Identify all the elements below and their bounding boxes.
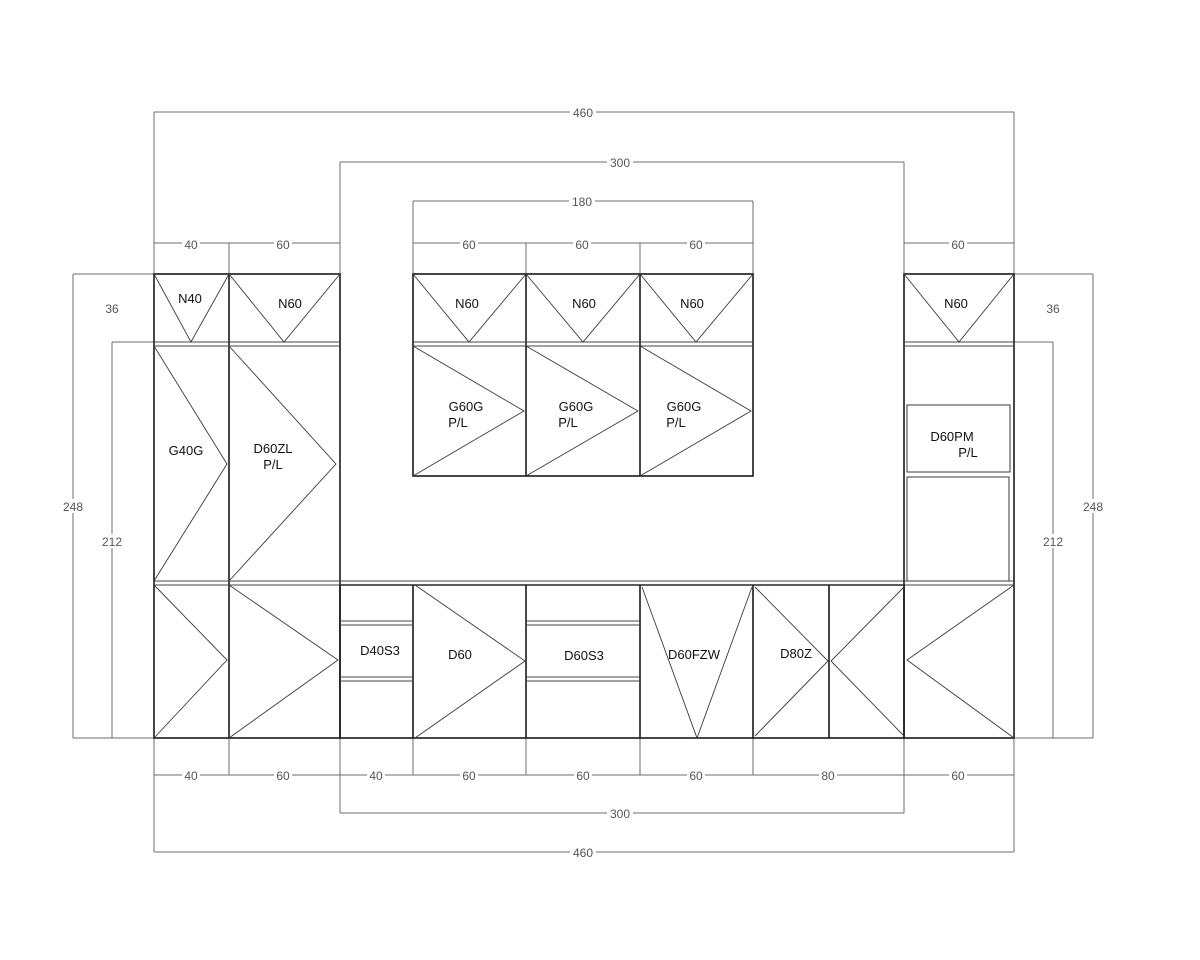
label-d60pm-sub: P/L xyxy=(958,445,978,460)
cabinet-g60g-2: G60G P/L xyxy=(525,345,639,477)
label-d60zl-sub: P/L xyxy=(263,457,283,472)
label-d60zl: D60ZL xyxy=(253,441,292,456)
dim-top-tall-right: 60 xyxy=(951,238,965,252)
dim-top-total: 460 xyxy=(573,106,593,120)
cabinet-n60-mid-2: N60 xyxy=(525,273,641,343)
dim-bottom-1: 40 xyxy=(184,769,198,783)
label-d60s3: D60S3 xyxy=(564,648,604,663)
right-dimensions: 248 212 36 xyxy=(1014,273,1106,739)
label-n40: N40 xyxy=(178,291,202,306)
label-d80z: D80Z xyxy=(780,646,812,661)
dim-left-top-unit: 36 xyxy=(105,302,119,316)
dim-bottom-7: 80 xyxy=(821,769,835,783)
label-d60: D60 xyxy=(448,647,472,662)
label-n60-left: N60 xyxy=(278,296,302,311)
dim-top-inner: 180 xyxy=(572,195,592,209)
label-n60-mid-3: N60 xyxy=(680,296,704,311)
cabinet-d60: D60 xyxy=(414,584,526,739)
dim-left-overall: 248 xyxy=(63,500,83,514)
dim-bottom-3: 40 xyxy=(369,769,383,783)
cabinet-n60-right: N60 xyxy=(903,273,1015,343)
top-dimensions: 460 300 180 40 60 60 60 60 60 xyxy=(153,104,1015,274)
label-g40g: G40G xyxy=(169,443,204,458)
dim-left-body: 212 xyxy=(102,535,122,549)
dim-bottom-5: 60 xyxy=(576,769,590,783)
dim-top-wall-3: 60 xyxy=(689,238,703,252)
cabinet-d60s3: D60S3 xyxy=(526,620,640,682)
cabinet-g40g: G40G xyxy=(153,345,228,582)
bottom-dimensions: 40 60 40 60 60 60 80 60 300 460 xyxy=(153,738,1015,860)
cabinet-d60pm: D60PM P/L xyxy=(906,404,1011,582)
cabinet-g60g-1: G60G P/L xyxy=(412,345,525,477)
label-d60fzw: D60FZW xyxy=(668,647,721,662)
cabinet-n40: N40 xyxy=(153,273,230,343)
cabinet-g60g-3: G60G P/L xyxy=(639,345,752,477)
cabinet-d40s3: D40S3 xyxy=(340,620,413,682)
label-d40s3: D40S3 xyxy=(360,643,400,658)
dim-bottom-total: 460 xyxy=(573,846,593,860)
dim-right-body: 212 xyxy=(1043,535,1063,549)
dim-bottom-4: 60 xyxy=(462,769,476,783)
base-row: D40S3 D60 D60S3 D60FZW D80Z xyxy=(339,580,905,740)
dim-bottom-8: 60 xyxy=(951,769,965,783)
cabinet-n60-mid-3: N60 xyxy=(639,273,754,343)
label-g60g-3-sub: P/L xyxy=(666,415,686,430)
middle-wall-block: N60 N60 N60 G60G P/L G60G P/L G60G P/L xyxy=(412,273,754,477)
label-g60g-2-sub: P/L xyxy=(558,415,578,430)
dim-top-tall-left-2: 60 xyxy=(276,238,290,252)
label-g60g-1-sub: P/L xyxy=(448,415,468,430)
cabinet-d60fzw: D60FZW xyxy=(641,586,753,740)
label-g60g-1: G60G xyxy=(449,399,484,414)
cabinet-d60zl: D60ZL P/L xyxy=(228,345,337,582)
left-dimensions: 248 212 36 xyxy=(60,273,154,739)
dim-top-wall-1: 60 xyxy=(462,238,476,252)
cabinet-d80z: D80Z xyxy=(754,586,905,737)
label-n60-right: N60 xyxy=(944,296,968,311)
label-g60g-2: G60G xyxy=(559,399,594,414)
dim-right-top-unit: 36 xyxy=(1046,302,1060,316)
dim-bottom-6: 60 xyxy=(689,769,703,783)
label-n60-mid-2: N60 xyxy=(572,296,596,311)
label-d60pm: D60PM xyxy=(930,429,973,444)
dim-top-mid: 300 xyxy=(610,156,630,170)
left-tall-block: N40 N60 G40G D60ZL P/L xyxy=(153,273,341,739)
label-g60g-3: G60G xyxy=(667,399,702,414)
dim-top-tall-left-1: 40 xyxy=(184,238,198,252)
cabinet-n60-left: N60 xyxy=(228,273,341,343)
label-n60-mid-1: N60 xyxy=(455,296,479,311)
dim-bottom-mid: 300 xyxy=(610,807,630,821)
dim-right-overall: 248 xyxy=(1083,500,1103,514)
right-tall-block: N60 D60PM P/L xyxy=(903,273,1015,739)
dim-bottom-2: 60 xyxy=(276,769,290,783)
cabinet-n60-mid-1: N60 xyxy=(412,273,527,343)
dim-top-wall-2: 60 xyxy=(575,238,589,252)
